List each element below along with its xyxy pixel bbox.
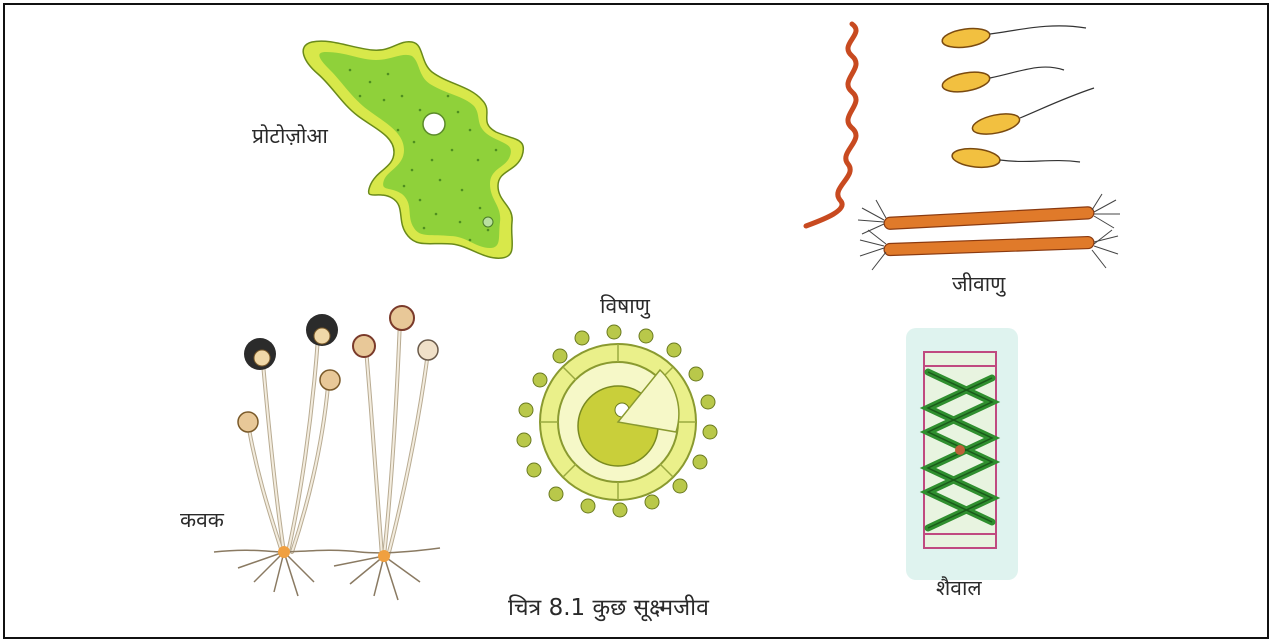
fungi-rhizoids xyxy=(214,548,440,600)
fungi-drawing xyxy=(214,306,440,600)
protozoa-amoeba-drawing xyxy=(303,41,523,258)
spirillum-bacterium xyxy=(806,24,856,226)
virus-drawing xyxy=(517,325,717,517)
figure-caption: चित्र 8.1 कुछ सूक्ष्मजीव xyxy=(508,590,709,622)
algae-label: शैवाल xyxy=(936,574,982,602)
amoeba-vacuole xyxy=(483,217,493,227)
virus-label: विषाणु xyxy=(600,292,650,320)
bacteria-label: जीवाणु xyxy=(952,270,1005,298)
flagellated-bacteria xyxy=(941,26,1094,170)
algae-nucleus xyxy=(955,445,965,455)
amoeba-endoplasm xyxy=(319,52,511,248)
fungi-label: कवक xyxy=(180,506,224,534)
protozoa-label: प्रोटोज़ोआ xyxy=(252,122,328,150)
rod-bacteria xyxy=(858,194,1120,270)
bacteria-drawing xyxy=(806,24,1120,270)
algae-drawing xyxy=(906,328,1018,580)
amoeba-nucleus xyxy=(423,113,445,135)
